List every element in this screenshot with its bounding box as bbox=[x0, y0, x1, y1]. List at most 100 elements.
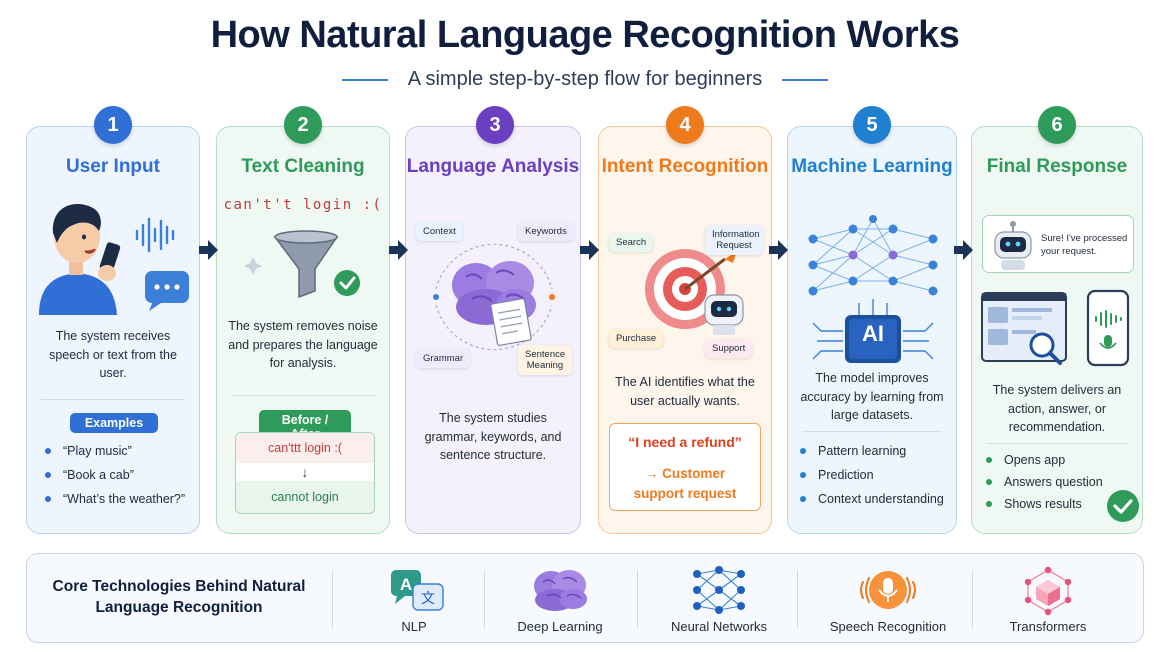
neural-network-icon bbox=[808, 215, 938, 363]
chip-purchase: Purchase bbox=[609, 329, 664, 348]
before-after-box: can'ttt login :( ↓ cannot login bbox=[235, 432, 375, 514]
bot-message-card: Sure! I've processed your request. bbox=[982, 215, 1134, 273]
tech-neural-networks: Neural Networks bbox=[644, 562, 794, 638]
step-machine-learning: Machine Learning AI The model improves a… bbox=[787, 126, 957, 534]
subtitle-rule-left bbox=[341, 78, 388, 81]
list-item: Opens app bbox=[986, 449, 1103, 471]
response-bullets: Opens app Answers question Shows results bbox=[986, 449, 1103, 515]
user-speaking-illustration bbox=[39, 204, 189, 315]
intent-example-box: “I need a refund” → Customer support req… bbox=[609, 423, 761, 511]
funnel-icon bbox=[244, 230, 360, 299]
step-intent-recognition: Intent Recognition Search Information Re… bbox=[598, 126, 772, 534]
step-divider bbox=[802, 431, 942, 432]
robot-icon bbox=[994, 221, 1032, 270]
step-description: The system studies grammar, keywords, an… bbox=[424, 411, 562, 462]
subtitle-rule-right bbox=[782, 78, 829, 81]
step-final-response: Final Response Sure! I've processed your… bbox=[971, 126, 1143, 534]
check-circle-icon bbox=[1107, 490, 1139, 522]
bot-message: Sure! I've processed your request. bbox=[1041, 233, 1128, 257]
ml-bullets: Pattern learning Prediction Context unde… bbox=[800, 439, 944, 511]
svg-text:A: A bbox=[400, 575, 412, 594]
list-item: Prediction bbox=[800, 463, 944, 487]
step-language-analysis: Language Analysis Context Keywords Gramm… bbox=[405, 126, 581, 534]
cube-icon bbox=[1024, 566, 1072, 616]
tech-label: Deep Learning bbox=[517, 619, 603, 634]
list-item: “Book a cab” bbox=[45, 463, 185, 487]
brain-icon bbox=[534, 570, 587, 611]
step-number-badge: 2 bbox=[284, 106, 322, 144]
microphone-icon bbox=[860, 571, 916, 609]
step-description: The system receives speech or text from … bbox=[49, 329, 177, 380]
list-item: Context understanding bbox=[800, 487, 944, 511]
core-technologies-panel: Core Technologies Behind Natural Languag… bbox=[26, 553, 1144, 643]
page-subtitle: A simple step-by-step flow for beginners bbox=[407, 68, 763, 90]
arrow-down-icon: ↓ bbox=[301, 464, 309, 480]
step-title: User Input bbox=[66, 156, 160, 177]
chip-grammar: Grammar bbox=[416, 349, 471, 368]
after-text: cannot login bbox=[236, 481, 374, 513]
chip-context: Context bbox=[416, 222, 463, 241]
brain-icon bbox=[433, 243, 555, 351]
ai-chip-label: AI bbox=[862, 321, 884, 346]
step-divider bbox=[231, 395, 375, 396]
core-technologies-title: Core Technologies Behind Natural Languag… bbox=[52, 578, 306, 616]
step-description: The AI identifies what the user actually… bbox=[615, 375, 755, 408]
flow-arrow-icon bbox=[199, 240, 218, 260]
subtitle-row: A simple step-by-step flow for beginners bbox=[0, 68, 1170, 91]
step-number-badge: 1 bbox=[94, 106, 132, 144]
tech-deep-learning: Deep Learning bbox=[485, 562, 635, 638]
step-description: The system delivers an action, answer, o… bbox=[992, 383, 1122, 434]
list-item: “Play music” bbox=[45, 439, 185, 463]
intent-result: → Customer support request bbox=[633, 466, 737, 501]
before-text: can'ttt login :( bbox=[236, 433, 374, 463]
network-icon bbox=[693, 566, 745, 614]
page-title: How Natural Language Recognition Works bbox=[210, 14, 960, 56]
flow-arrow-icon bbox=[954, 240, 973, 260]
list-item: Pattern learning bbox=[800, 439, 944, 463]
tech-nlp: A 文 NLP bbox=[339, 562, 489, 638]
step-number-badge: 6 bbox=[1038, 106, 1076, 144]
step-title: Text Cleaning bbox=[241, 156, 365, 177]
separator bbox=[484, 570, 485, 628]
chip-sentence-meaning: Sentence Meaning bbox=[518, 345, 572, 375]
noisy-text: can't't login :( bbox=[223, 197, 383, 213]
tech-label: Transformers bbox=[1009, 619, 1087, 634]
step-user-input: User Input The system receives speech or… bbox=[26, 126, 200, 534]
step-title: Intent Recognition bbox=[601, 156, 769, 177]
step-description: The system removes noise and prepares th… bbox=[228, 319, 378, 370]
step-title: Language Analysis bbox=[406, 156, 580, 177]
user-quote: “I need a refund” bbox=[628, 434, 742, 450]
separator bbox=[332, 570, 333, 628]
tech-transformers: Transformers bbox=[973, 562, 1123, 638]
step-number-badge: 3 bbox=[476, 106, 514, 144]
flow-arrow-icon bbox=[769, 240, 788, 260]
step-number-badge: 5 bbox=[853, 106, 891, 144]
separator bbox=[797, 570, 798, 628]
step-description: The model improves accuracy by learning … bbox=[800, 371, 944, 422]
target-icon bbox=[645, 249, 744, 335]
tech-label: Speech Recognition bbox=[829, 619, 947, 634]
step-title: Machine Learning bbox=[791, 156, 953, 177]
separator bbox=[972, 570, 973, 628]
step-title: Final Response bbox=[986, 156, 1128, 177]
step-number-badge: 4 bbox=[666, 106, 704, 144]
step-divider bbox=[986, 443, 1128, 444]
list-item: “What’s the weather?” bbox=[45, 487, 185, 511]
examples-list: “Play music” “Book a cab” “What’s the we… bbox=[45, 439, 185, 511]
step-text-cleaning: Text Cleaning can't't login :( The syste… bbox=[216, 126, 390, 534]
chip-information-request: Information Request bbox=[705, 225, 763, 255]
svg-text:文: 文 bbox=[421, 591, 435, 607]
translate-icon: A 文 bbox=[391, 570, 444, 611]
tech-speech-recognition: Speech Recognition bbox=[813, 562, 963, 638]
tech-label: Neural Networks bbox=[670, 619, 768, 634]
devices-icon bbox=[981, 289, 1130, 367]
chip-keywords: Keywords bbox=[518, 222, 574, 241]
flow-arrow-icon bbox=[580, 240, 599, 260]
step-divider bbox=[41, 399, 185, 400]
chip-support: Support bbox=[705, 339, 753, 358]
list-item: Answers question bbox=[986, 471, 1103, 493]
chip-search: Search bbox=[609, 233, 654, 252]
flow-arrow-icon bbox=[389, 240, 408, 260]
separator bbox=[637, 570, 638, 628]
tech-label: NLP bbox=[401, 619, 427, 634]
